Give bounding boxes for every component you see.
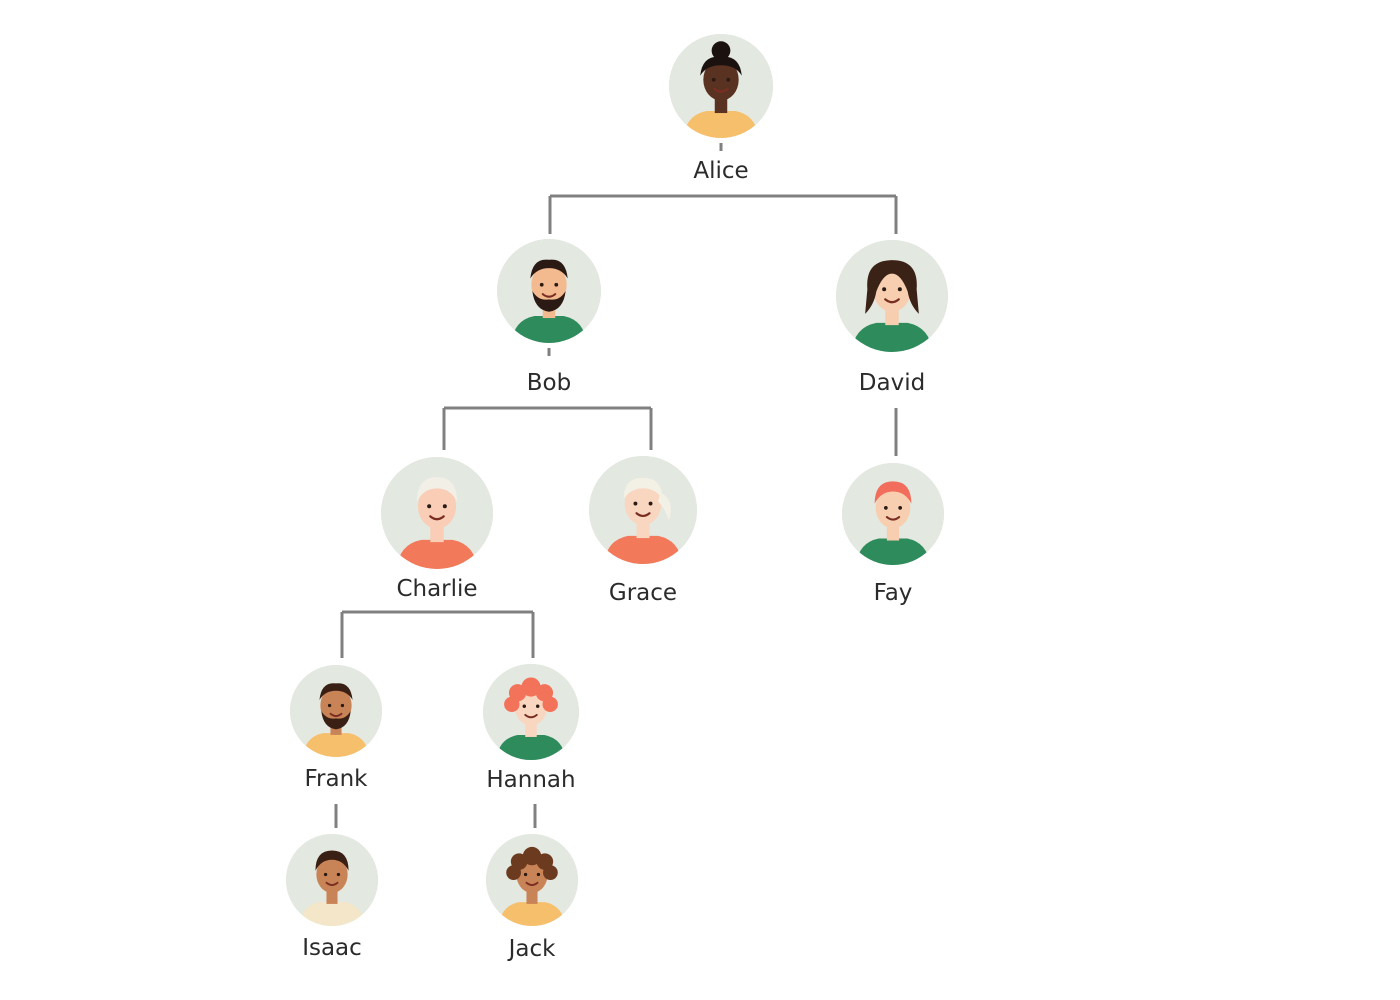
person-name-fay: Fay xyxy=(873,580,913,606)
avatar-jack xyxy=(486,834,578,926)
avatar-alice xyxy=(669,34,773,138)
person-name-isaac: Isaac xyxy=(302,935,362,961)
person-illustration xyxy=(483,664,579,760)
avatar-frank xyxy=(290,665,382,757)
person-name-alice: Alice xyxy=(693,158,749,184)
person-illustration xyxy=(589,456,697,564)
person-illustration xyxy=(286,834,378,926)
person-illustration xyxy=(486,834,578,926)
avatar-bob xyxy=(497,239,601,343)
avatar-grace xyxy=(589,456,697,564)
avatar-david xyxy=(836,240,948,352)
person-name-hannah: Hannah xyxy=(486,767,576,793)
person-illustration xyxy=(836,240,948,352)
avatar-fay xyxy=(842,463,944,565)
person-name-bob: Bob xyxy=(526,370,572,396)
person-name-grace: Grace xyxy=(608,580,678,606)
person-name-charlie: Charlie xyxy=(396,576,478,602)
person-illustration xyxy=(842,463,944,565)
person-illustration xyxy=(497,239,601,343)
avatar-isaac xyxy=(286,834,378,926)
avatar-charlie xyxy=(381,457,493,569)
person-illustration xyxy=(290,665,382,757)
avatar-hannah xyxy=(483,664,579,760)
person-name-jack: Jack xyxy=(508,936,556,962)
person-name-frank: Frank xyxy=(304,766,368,792)
person-illustration xyxy=(669,34,773,138)
person-name-david: David xyxy=(858,370,926,396)
person-illustration xyxy=(381,457,493,569)
